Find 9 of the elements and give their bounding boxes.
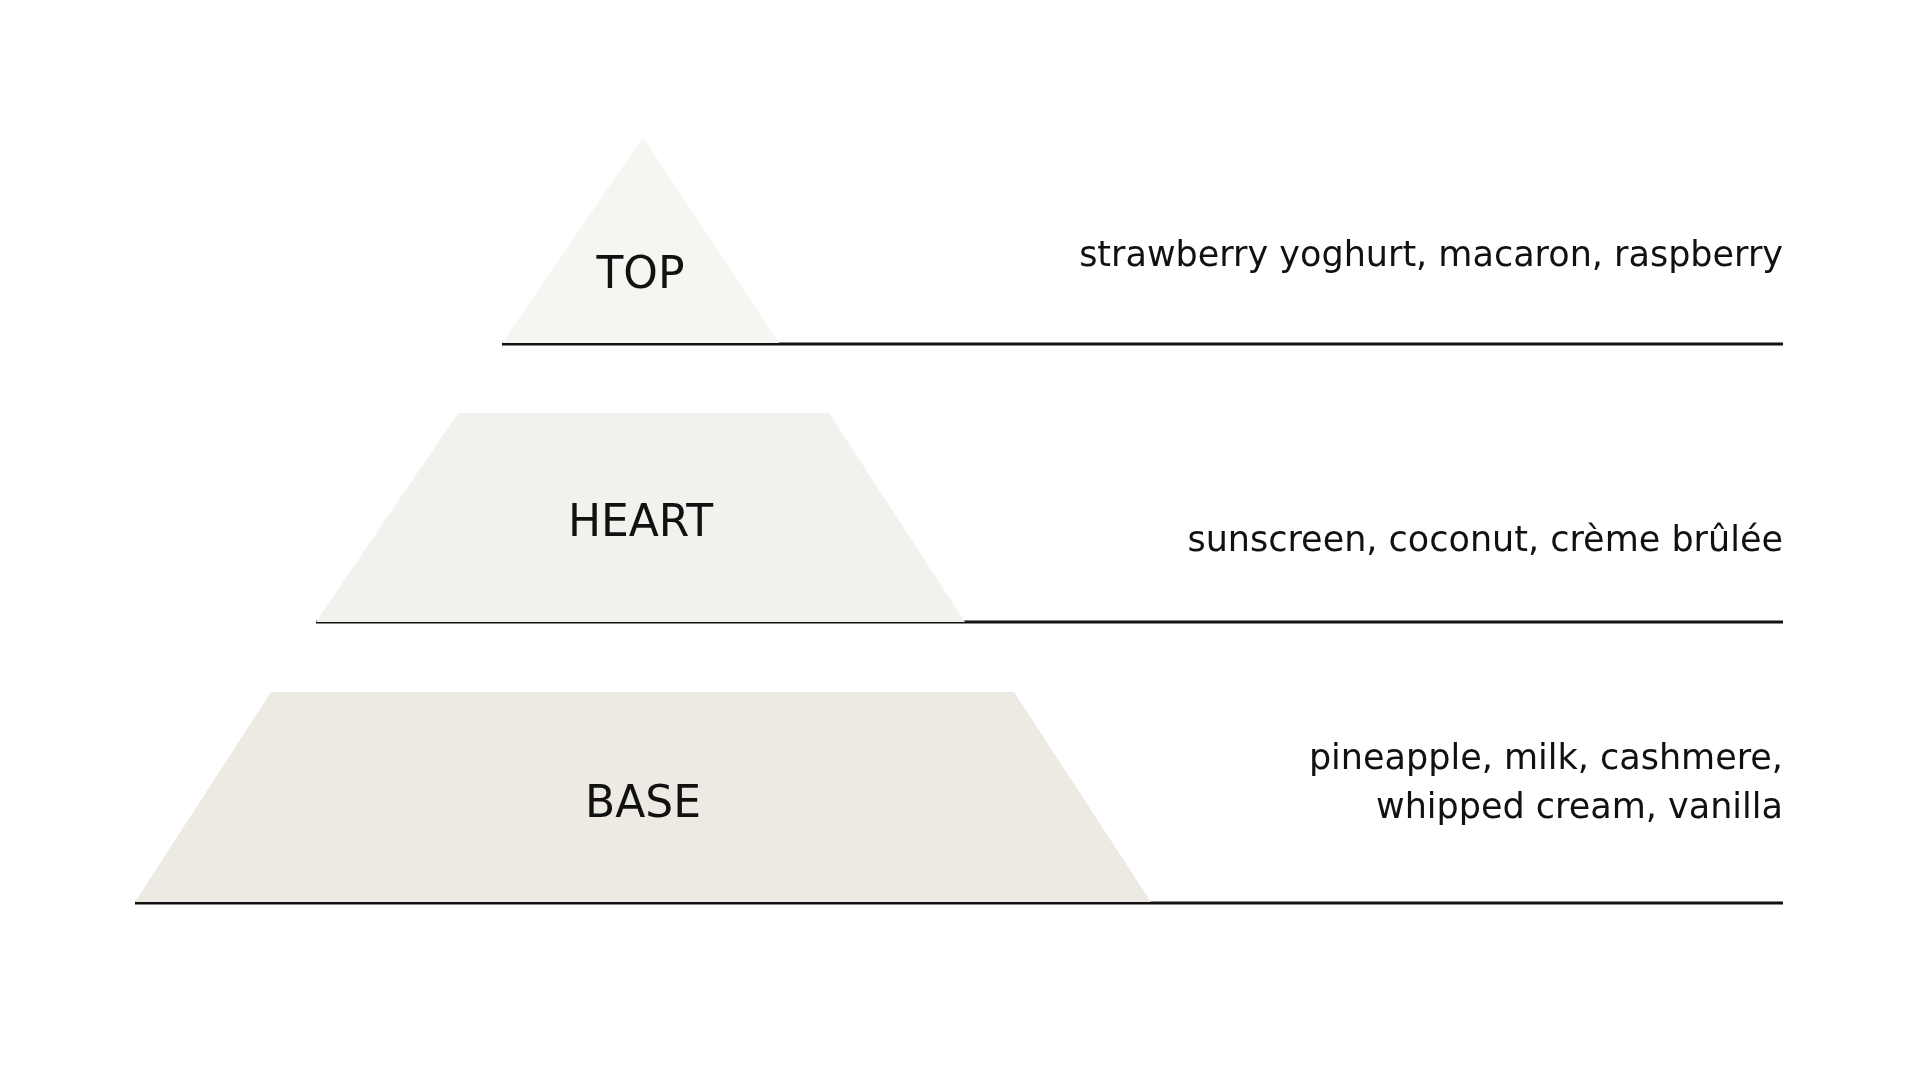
tier-label: TOP	[596, 246, 685, 298]
notes-text: sunscreen, coconut, crème brûlée	[1186, 518, 1783, 561]
notes-text: pineapple, milk, cashmere, whipped cream, vanilla	[1307, 736, 1783, 828]
pyramid-tier	[502, 137, 779, 343]
tier-label: HEART	[567, 494, 714, 546]
notes-text: strawberry yoghurt, macaron, raspberry	[1078, 233, 1783, 276]
tier-label: BASE	[585, 775, 701, 827]
pyramid-tier	[316, 413, 965, 622]
pyramid-tier	[135, 692, 1151, 902]
